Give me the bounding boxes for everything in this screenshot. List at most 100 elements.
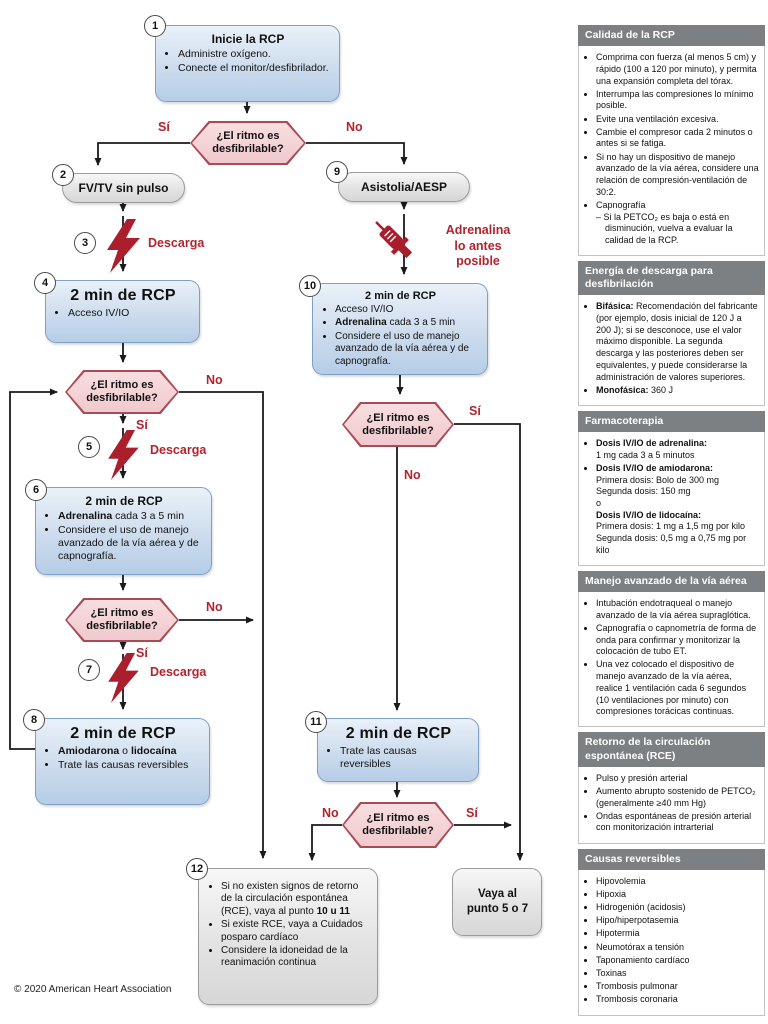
- decision-text: desfibrilable?: [212, 143, 284, 155]
- step-2-box: FV/TV sin pulso: [62, 173, 185, 203]
- label-no: No: [346, 120, 363, 134]
- adrenaline-early-label: Adrenalina lo antes posible: [424, 223, 532, 270]
- bold-text: Monofásica:: [596, 384, 649, 395]
- step-1-box: Inicie la RCP Administre oxígeno. Conect…: [155, 25, 340, 102]
- text: Recomendación del fabricante (por ejempl…: [596, 301, 758, 382]
- sidebar-item: Ondas espontáneas de presión arterial co…: [596, 811, 759, 834]
- section-title: Manejo avanzado de la vía aérea: [578, 570, 765, 592]
- sidebar-item: Capnografía o capnometría de forma de on…: [596, 623, 759, 658]
- step-8-bullet: Trate las causas reversibles: [58, 759, 201, 772]
- step-1-title: Inicie la RCP: [211, 32, 285, 46]
- label-no: No: [322, 806, 339, 820]
- label-yes: Sí: [136, 418, 148, 432]
- step-number-12: 12: [186, 858, 208, 880]
- step-11-title: 2 min de RCP: [345, 725, 452, 742]
- step-6-title: 2 min de RCP: [85, 494, 163, 508]
- decision-text: ¿El ritmo es: [366, 812, 430, 825]
- step-10-box: 2 min de RCP Acceso IV/IO Adrenalina cad…: [312, 283, 488, 375]
- sidebar-item: Si no hay un dispositivo de manejo avanz…: [596, 152, 759, 199]
- step-number-7: 7: [78, 659, 100, 681]
- step-1-bullet: Administre oxígeno.: [178, 48, 331, 61]
- step-1-bullet: Conecte el monitor/desfibrilador.: [178, 62, 331, 75]
- decision-text: ¿El ritmo es: [90, 379, 154, 392]
- label-no: No: [206, 373, 223, 387]
- text: Primera dosis: 1 mg a 1,5 mg por kilo: [596, 521, 746, 532]
- sidebar-section-advanced-airway: Manejo avanzado de la vía aérea Intubaci…: [578, 570, 765, 728]
- rhythm-decision-2: ¿El ritmo es desfibrilable?: [65, 370, 179, 414]
- sidebar-item: Trombosis coronaria: [596, 994, 759, 1006]
- sidebar-item: Dosis IV/IO de adrenalina: 1 mg cada 3 a…: [596, 438, 759, 461]
- sidebar-item: Hipovolemia: [596, 876, 759, 888]
- step-10-bullet: Acceso IV/IO: [335, 304, 479, 316]
- sidebar-item: Neumotórax a tensión: [596, 942, 759, 954]
- section-title: Retorno de la circulación espontánea (RC…: [578, 732, 765, 767]
- bold-text: Adrenalina: [58, 510, 113, 522]
- bold-text: Dosis IV/IO de lidocaína:: [596, 509, 702, 520]
- bold-text: Adrenalina: [335, 317, 387, 329]
- sidebar-item: Toxinas: [596, 968, 759, 980]
- label-no: No: [404, 468, 421, 482]
- rhythm-decision-1: ¿El ritmo es desfibrilable?: [190, 121, 306, 165]
- text: Segunda dosis: 150 mg: [596, 486, 691, 497]
- sidebar-section-shock-energy: Energía de descarga para desfibrilación …: [578, 261, 765, 406]
- section-title: Energía de descarga para desfibrilación: [578, 261, 765, 296]
- sidebar-item: Evite una ventilación excesiva.: [596, 114, 759, 126]
- step-number-8: 8: [23, 709, 45, 731]
- copyright-text: © 2020 American Heart Association: [14, 984, 172, 995]
- step-12-bullet: Considere la idoneidad de la reanimación…: [221, 945, 369, 970]
- step-11-box: 2 min de RCP Trate las causas reversible…: [317, 718, 479, 782]
- text: cada 3 a 5 min: [386, 317, 456, 329]
- step-number-6: 6: [25, 479, 47, 501]
- text: cada 3 a 5 min: [112, 510, 185, 522]
- step-number-1: 1: [144, 15, 166, 37]
- bold-text: Bifásica:: [596, 301, 634, 312]
- step-12-bullet: Si existe RCE, vaya a Cuidados posparo c…: [221, 919, 369, 944]
- label-no: No: [206, 600, 223, 614]
- step-number-4: 4: [34, 272, 56, 294]
- bold-text: 10 u 11: [316, 905, 350, 917]
- lightning-bolt-icon: [108, 430, 139, 480]
- sidebar-item: Interrumpa las compresiones lo mínimo po…: [596, 89, 759, 112]
- sidebar-item: Hipotermia: [596, 928, 759, 940]
- bold-text: Amiodarona: [58, 745, 120, 757]
- sidebar-item: Taponamiento cardíaco: [596, 955, 759, 967]
- text: o: [119, 745, 131, 757]
- lightning-bolt-icon: [108, 653, 139, 703]
- step-number-11: 11: [305, 711, 327, 733]
- shock-label: Descarga: [150, 443, 207, 457]
- step-number-9: 9: [326, 161, 348, 183]
- sidebar-subitem: Si la PETCO₂ es baja o está en disminuci…: [596, 212, 759, 247]
- adrenaline-early-line: Adrenalina: [445, 223, 511, 237]
- step-10-bullet: Considere el uso de manejo avanzado de l…: [335, 331, 479, 368]
- step-number-5: 5: [78, 436, 100, 458]
- sidebar-item: Hidrogenión (acidosis): [596, 902, 759, 914]
- sidebar-section-rosc: Retorno de la circulación espontánea (RC…: [578, 732, 765, 844]
- rhythm-decision-5: ¿El ritmo es desfibrilable?: [342, 802, 454, 848]
- step-4-title: 2 min de RCP: [70, 287, 176, 304]
- sidebar-item: Dosis IV/IO de amiodarona: Primera dosis…: [596, 463, 759, 557]
- decision-text: desfibrilable?: [86, 620, 158, 632]
- decision-text: ¿El ritmo es: [216, 130, 280, 143]
- label-yes: Sí: [158, 120, 170, 134]
- text: o: [596, 497, 602, 508]
- step-8-title: 2 min de RCP: [70, 725, 176, 742]
- goto-step-5-7-box: Vaya al punto 5 o 7: [452, 868, 542, 936]
- step-9-label: Asistolia/AESP: [360, 180, 448, 194]
- shock-label: Descarga: [150, 665, 207, 679]
- bold-text: Dosis IV/IO de amiodarona:: [596, 462, 714, 473]
- bold-text: Dosis IV/IO de adrenalina:: [596, 438, 708, 448]
- step-12-bullet: Si no existen signos de retorno de la ci…: [221, 881, 369, 918]
- step-4-box: 2 min de RCP Acceso IV/IO: [45, 280, 200, 343]
- goto-line: punto 5 o 7: [466, 903, 529, 915]
- label-yes: Sí: [469, 404, 481, 418]
- decision-text: ¿El ritmo es: [366, 411, 430, 424]
- text: 360 J: [648, 384, 674, 395]
- sidebar-item: Trombosis pulmonar: [596, 981, 759, 993]
- section-title: Causas reversibles: [578, 848, 765, 870]
- decision-text: desfibrilable?: [86, 392, 158, 404]
- step-8-box: 2 min de RCP Amiodarona o lidocaína Trat…: [35, 718, 210, 805]
- step-number-10: 10: [299, 275, 321, 297]
- adrenaline-early-line: lo antes: [454, 238, 502, 253]
- goto-line: Vaya al: [477, 888, 517, 901]
- step-9-box: Asistolia/AESP: [338, 172, 470, 202]
